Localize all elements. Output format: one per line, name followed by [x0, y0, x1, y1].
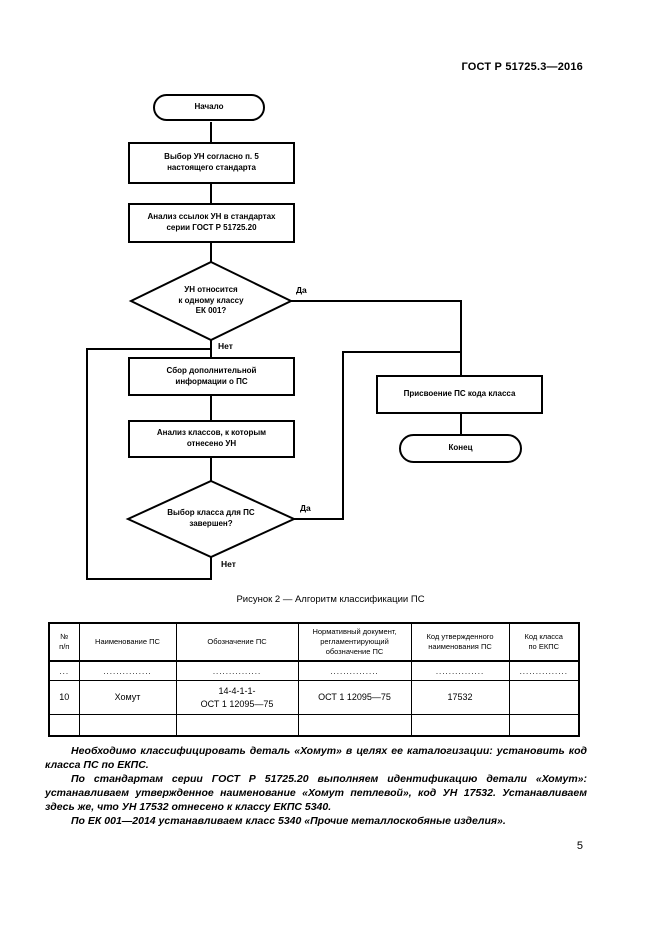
- flow-end-node: Конец: [399, 434, 522, 463]
- cell: 14-4-1-1- ОСТ 1 12095—75: [175, 680, 299, 715]
- cell: ...............: [297, 660, 412, 681]
- page-number: 5: [576, 840, 583, 852]
- flow-decision-class-done: Выбор класса для ПС завершен?: [167, 508, 255, 528]
- paragraph: По ЕК 001—2014 устанавливаем класс 5340 …: [71, 815, 506, 827]
- cell: [508, 680, 580, 715]
- table-row: [48, 714, 580, 737]
- flow-step-collect-info: Сбор дополнительной информации о ПС: [128, 357, 295, 396]
- cell: ...............: [508, 660, 580, 681]
- doc-code: ГОСТ Р 51725.3—2016: [461, 61, 583, 73]
- table-header-row: № п/п Наименование ПС Обозначение ПС Нор…: [48, 622, 580, 662]
- col-header-number: № п/п: [48, 622, 80, 662]
- branch-no-2: Нет: [221, 559, 236, 569]
- col-header-approved-code: Код утвержденного наименования ПС: [410, 622, 510, 662]
- flow-step-analyze-refs: Анализ ссылок УН в стандартах серии ГОСТ…: [128, 203, 295, 243]
- paragraph: По стандартам серии ГОСТ Р 51725.20 выпо…: [45, 773, 587, 813]
- cell: [175, 714, 299, 737]
- branch-no-1: Нет: [218, 341, 233, 351]
- flow-start-node: Начало: [153, 94, 265, 121]
- col-header-ekps-class: Код класса по ЕКПС: [508, 622, 580, 662]
- example-text-block: Необходимо классифицировать деталь «Хому…: [45, 744, 587, 828]
- cell: [410, 714, 510, 737]
- cell: ...............: [175, 660, 299, 681]
- cell: ...: [48, 660, 80, 681]
- col-header-designation: Обозначение ПС: [175, 622, 299, 662]
- cell: ...............: [78, 660, 177, 681]
- flow-step-assign-code: Присвоение ПС кода класса: [376, 375, 543, 414]
- flow-step-analyze-classes: Анализ классов, к которым отнесено УН: [128, 420, 295, 458]
- flow-decision-one-class: УН относится к одному классу ЕК 001?: [178, 284, 244, 316]
- cell: ...............: [410, 660, 510, 681]
- figure-caption: Рисунок 2 — Алгоритм классификации ПС: [236, 594, 425, 605]
- cell: [78, 714, 177, 737]
- cell: [297, 714, 412, 737]
- table-row: ... ............... ............... ....…: [48, 660, 580, 681]
- table-row: 10 Хомут 14-4-1-1- ОСТ 1 12095—75 ОСТ 1 …: [48, 680, 580, 715]
- col-header-name: Наименование ПС: [78, 622, 177, 662]
- classification-table: № п/п Наименование ПС Обозначение ПС Нор…: [48, 622, 580, 737]
- branch-yes-2: Да: [300, 503, 311, 513]
- cell: Хомут: [78, 680, 177, 715]
- cell: [48, 714, 80, 737]
- paragraph: Необходимо классифицировать деталь «Хому…: [45, 745, 587, 771]
- flow-step-select-un: Выбор УН согласно п. 5 настоящего станда…: [128, 142, 295, 184]
- flow-start-label: Начало: [194, 102, 224, 112]
- flow-end-label: Конец: [448, 443, 473, 453]
- cell: ОСТ 1 12095—75: [297, 680, 412, 715]
- col-header-normative-doc: Нормативный документ, регламентирующий о…: [297, 622, 412, 662]
- cell: 17532: [410, 680, 510, 715]
- cell: 10: [48, 680, 80, 715]
- branch-yes-1: Да: [296, 285, 307, 295]
- cell: [508, 714, 580, 737]
